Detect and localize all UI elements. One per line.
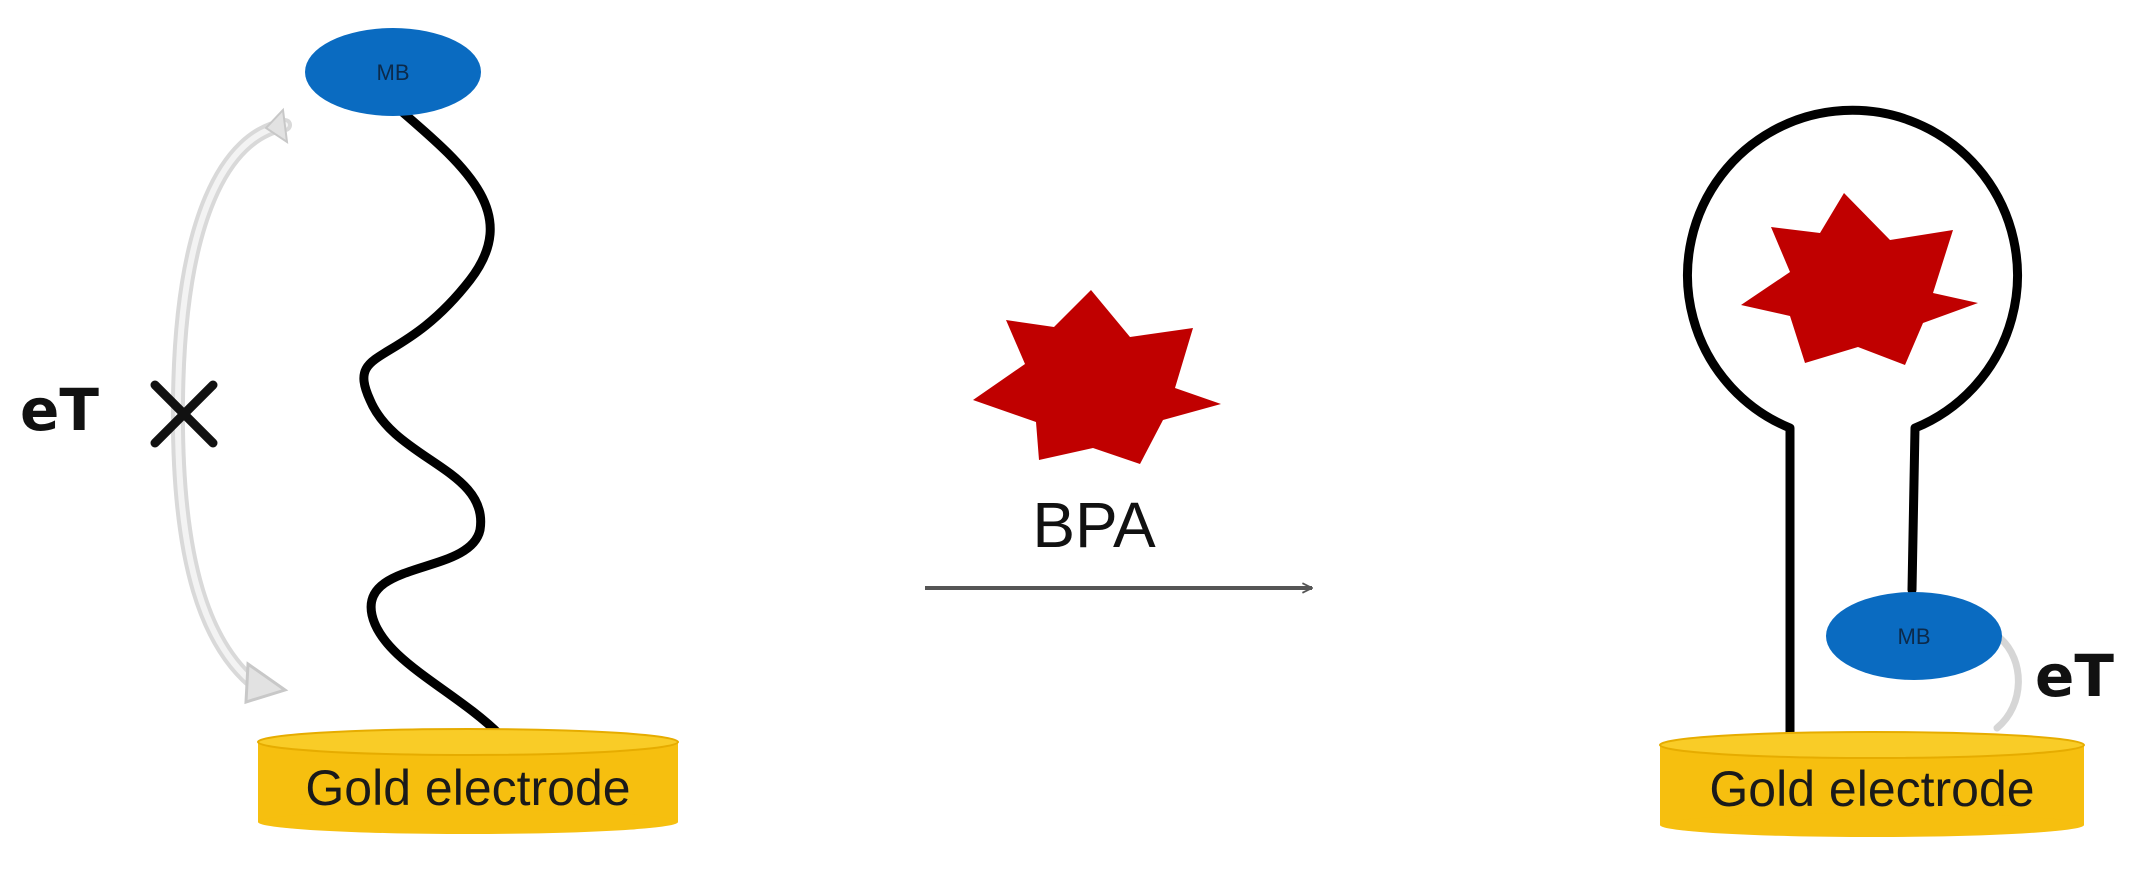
et-label-left: eT [20, 376, 99, 444]
right-panel: eT MB Gold electrode [1659, 105, 2114, 837]
electrode-label-right: Gold electrode [1709, 761, 2034, 817]
left-panel: eT MB Gold electrode [20, 28, 679, 834]
mb-text-right: MB [1898, 624, 1931, 649]
electrode-label-left: Gold electrode [305, 760, 630, 816]
folded-aptamer-hairpin [1683, 105, 2022, 740]
mb-redox-label-left [305, 28, 481, 116]
x-mark-icon [150, 380, 218, 448]
curved-et-arrow-right [1993, 634, 2022, 732]
mb-text-left: MB [377, 60, 410, 85]
curved-et-arrow-left [170, 107, 292, 705]
unfolded-aptamer-strand [359, 105, 505, 740]
bound-bpa-star-icon [1741, 193, 1978, 365]
bpa-label: BPA [1032, 489, 1156, 561]
seven-point-star-icon [973, 290, 1221, 464]
middle-reaction: BPA [925, 290, 1312, 588]
gold-electrode-left: Gold electrode [257, 728, 679, 834]
mb-redox-label-right [1826, 592, 2002, 680]
et-label-right: eT [2035, 642, 2114, 710]
gold-electrode-right: Gold electrode [1659, 731, 2085, 837]
